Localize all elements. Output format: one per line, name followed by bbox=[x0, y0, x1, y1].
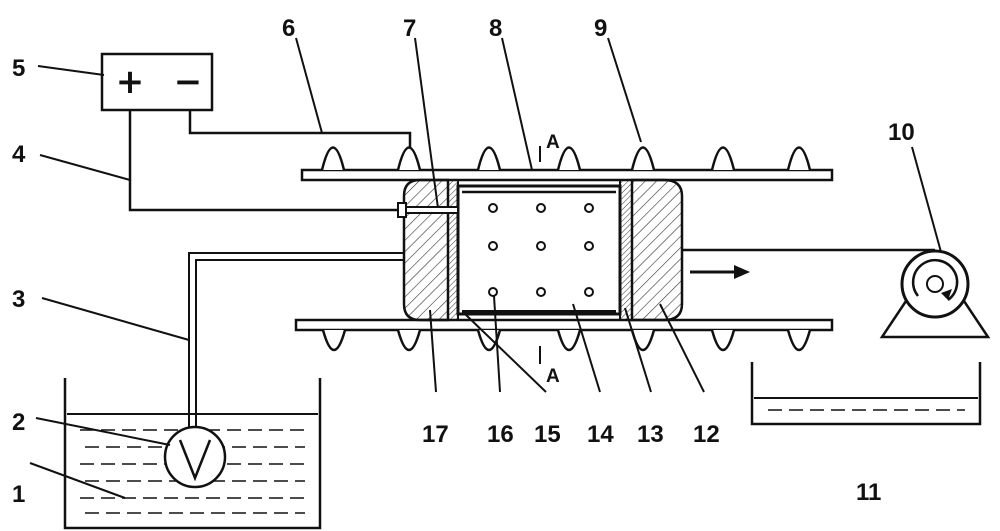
label-12: 12 bbox=[693, 421, 720, 448]
label-4: 4 bbox=[12, 141, 26, 168]
positive-wire bbox=[128, 110, 398, 212]
supply-pipe bbox=[188, 252, 405, 428]
label-1: 1 bbox=[12, 481, 25, 508]
leader-lines bbox=[29, 37, 942, 499]
section-label-bottom: A bbox=[546, 366, 560, 387]
component-labels: 1 2 3 4 5 6 7 8 9 10 11 12 13 14 15 16 1… bbox=[12, 15, 915, 508]
label-16: 16 bbox=[487, 421, 514, 448]
right-insulator bbox=[619, 179, 633, 321]
label-3: 3 bbox=[12, 286, 25, 313]
negative-terminal-label: − bbox=[174, 62, 203, 102]
label-6: 6 bbox=[282, 15, 295, 42]
label-11: 11 bbox=[856, 479, 881, 506]
electrolyte-holes bbox=[488, 203, 594, 297]
label-14: 14 bbox=[587, 421, 614, 448]
label-17: 17 bbox=[422, 421, 449, 448]
section-marker-top: A bbox=[539, 132, 560, 162]
right-end-block bbox=[630, 178, 684, 322]
arrow-right-icon bbox=[690, 265, 750, 279]
lower-rail bbox=[294, 318, 834, 352]
power-supply: + − bbox=[100, 52, 214, 112]
label-7: 7 bbox=[403, 15, 416, 42]
label-8: 8 bbox=[489, 15, 502, 42]
label-13: 13 bbox=[637, 421, 664, 448]
label-10: 10 bbox=[888, 119, 915, 146]
collection-tank bbox=[750, 362, 982, 426]
pump-icon bbox=[163, 425, 227, 489]
upper-rail bbox=[300, 146, 834, 182]
electrode-icon bbox=[397, 202, 459, 218]
section-marker-bottom: A bbox=[539, 346, 560, 387]
label-9: 9 bbox=[594, 15, 607, 42]
label-2: 2 bbox=[12, 409, 25, 436]
label-15: 15 bbox=[534, 421, 561, 448]
label-5: 5 bbox=[12, 55, 25, 82]
section-label-top: A bbox=[546, 132, 560, 153]
positive-terminal-label: + bbox=[116, 62, 145, 102]
left-end-block bbox=[402, 178, 450, 322]
negative-wire bbox=[188, 110, 412, 158]
roller-icon bbox=[879, 249, 991, 339]
